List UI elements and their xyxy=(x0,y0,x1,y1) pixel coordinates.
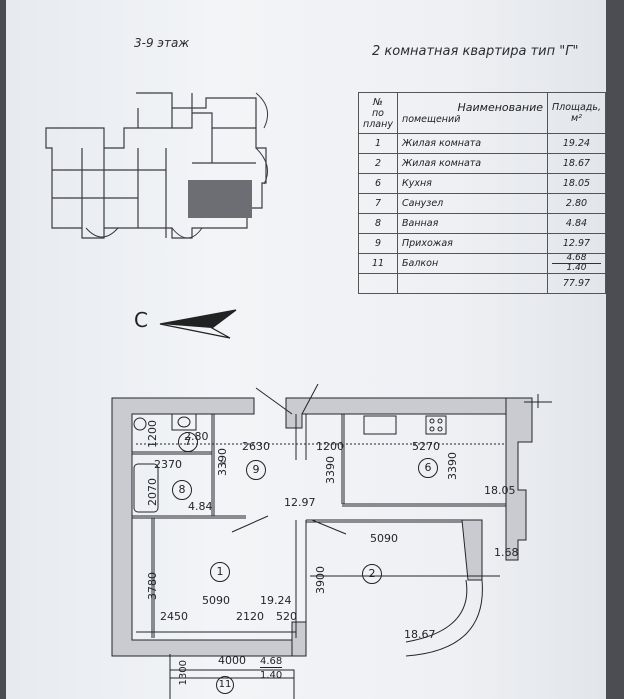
dim-1200: 1200 xyxy=(316,440,344,453)
floor-label: 3-9 этаж xyxy=(134,36,190,50)
room-number-1: 1 xyxy=(210,562,230,582)
room-number-7: 7 xyxy=(178,432,198,452)
room-area-11-bottom: 1.40 xyxy=(260,670,283,681)
room-number-6: 6 xyxy=(418,458,438,478)
dim-2450: 2450 xyxy=(160,610,188,623)
dim-m-label: м xyxy=(220,458,227,467)
room-area-9: 12.97 xyxy=(284,496,316,509)
apartment-title: 2 комнатная квартира тип "Г" xyxy=(372,44,579,59)
dim-3900: 3900 xyxy=(314,566,327,594)
dim-2120: 2120 xyxy=(236,610,264,623)
dim-2630: 2630 xyxy=(242,440,270,453)
dim-5090-room1: 5090 xyxy=(202,594,230,607)
legend-header-area: Площадь,м² xyxy=(547,92,606,134)
key-plan-highlight xyxy=(188,180,252,218)
dim-520: 520 xyxy=(276,610,297,623)
dim-3390-right: 3390 xyxy=(446,452,459,480)
room-number-11: 11 xyxy=(216,676,234,694)
room-area-8: 4.84 xyxy=(188,500,213,513)
room-number-9: 9 xyxy=(246,460,266,480)
dim-5270: 5270 xyxy=(412,440,440,453)
dim-1-68: 1.68 xyxy=(494,546,519,559)
room-number-2: 2 xyxy=(362,564,382,584)
dim-4000: 4000 xyxy=(218,654,246,667)
dim-2370: 2370 xyxy=(154,458,182,471)
room-area-6: 18.05 xyxy=(484,484,516,497)
room-area-1: 19.24 xyxy=(260,594,292,607)
key-plan xyxy=(45,92,269,239)
dim-2070: 2070 xyxy=(146,478,159,506)
legend-total-row: 77.97 xyxy=(358,273,606,294)
room-area-7: 2.80 xyxy=(184,430,209,443)
room-area-11-top: 4.68 xyxy=(260,656,283,668)
dim-1200-vertical: 1200 xyxy=(146,420,159,448)
floor-plan-drawing xyxy=(111,383,552,699)
dim-3390-mid: 3390 xyxy=(324,456,337,484)
dim-5090-room2: 5090 xyxy=(370,532,398,545)
north-arrow-icon xyxy=(159,309,237,339)
room-number-8: 8 xyxy=(172,480,192,500)
room-area-2: 18.67 xyxy=(404,628,436,641)
compass-label: С xyxy=(134,308,148,332)
legend-header-name: Наименование помещений xyxy=(396,92,549,134)
legend-total: 77.97 xyxy=(547,273,606,294)
dim-3780: 3780 xyxy=(146,572,159,600)
dim-1300: 1300 xyxy=(178,660,189,686)
